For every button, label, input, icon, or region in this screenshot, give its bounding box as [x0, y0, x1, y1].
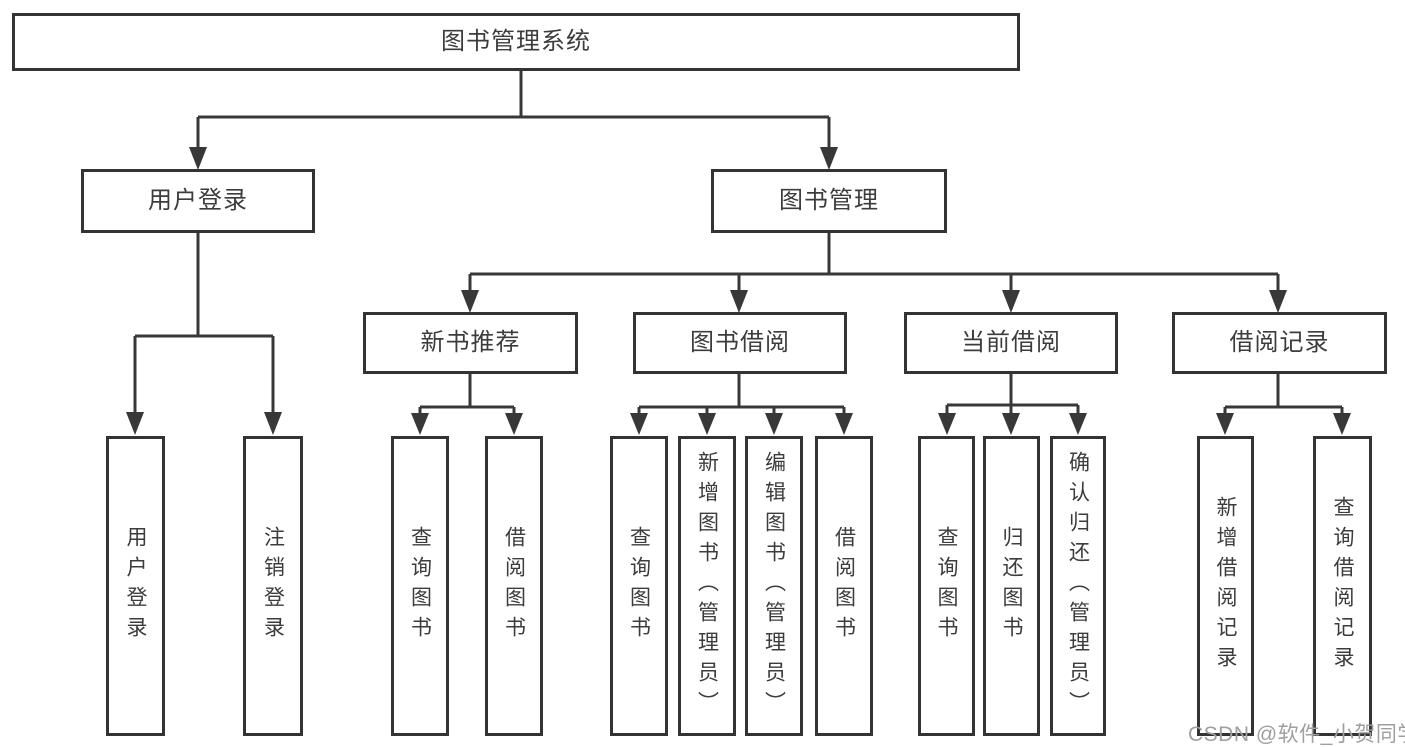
leaf-add-borrow-record: 新增借阅记录: [1197, 436, 1254, 736]
node-root-system: 图书管理系统: [12, 13, 1020, 71]
leaf-confirm-return-admin: 确认归还（管理员）: [1050, 436, 1106, 736]
leaf-user-login: 用户登录: [106, 436, 165, 736]
leaf-borrow-query-books: 查询图书: [610, 436, 668, 736]
leaf-logout: 注销登录: [243, 436, 303, 736]
node-book-management: 图书管理: [711, 169, 947, 233]
node-new-book-recommend: 新书推荐: [363, 312, 578, 374]
leaf-current-query-books: 查询图书: [918, 436, 975, 736]
leaf-rec-borrow-books: 借阅图书: [485, 436, 543, 736]
leaf-edit-books-admin: 编辑图书（管理员）: [745, 436, 803, 736]
leaf-borrow-books: 借阅图书: [815, 436, 873, 736]
csdn-watermark: CSDN @软件_小贺同学: [1188, 723, 1405, 746]
node-borrow-record: 借阅记录: [1172, 312, 1387, 374]
leaf-return-books: 归还图书: [983, 436, 1040, 736]
leaf-query-borrow-record: 查询借阅记录: [1313, 436, 1372, 736]
node-current-borrow: 当前借阅: [904, 312, 1118, 374]
leaf-rec-query-books: 查询图书: [391, 436, 449, 736]
leaf-add-books-admin: 新增图书（管理员）: [678, 436, 736, 736]
node-user-login: 用户登录: [81, 169, 315, 233]
node-book-borrow: 图书借阅: [633, 312, 847, 374]
